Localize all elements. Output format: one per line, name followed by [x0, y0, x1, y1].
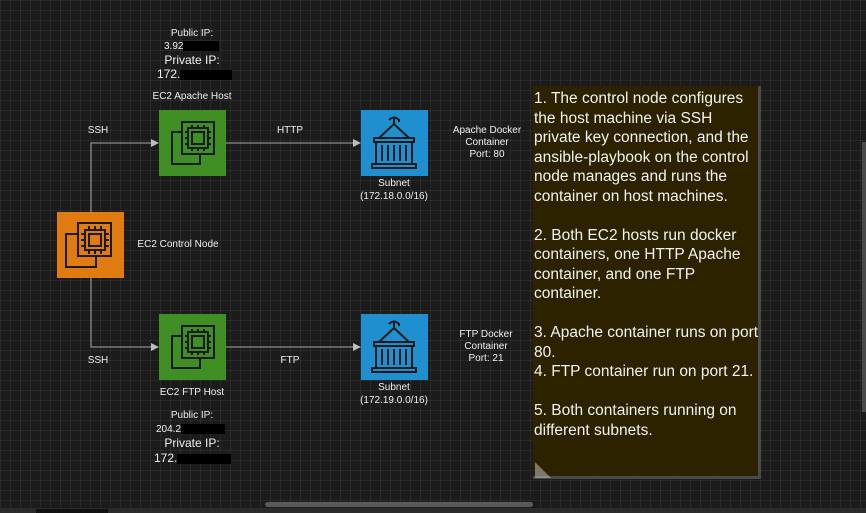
container-registry-icon [361, 314, 428, 380]
ftp-host-title: EC2 FTP Host [159, 387, 225, 398]
apache-private-ip-label: Private IP: [164, 53, 220, 67]
ftp-private-ip-label: Private IP: [164, 436, 220, 450]
ec2-instance-icon [159, 110, 226, 176]
ec2-control-node[interactable] [57, 212, 124, 278]
ftp-subnet-cidr: (172.19.0.0/16) [360, 395, 428, 406]
note-item-1: 1. The control node configures the host … [534, 90, 749, 205]
container-registry-icon [361, 110, 428, 176]
ssh-label-top: SSH [87, 125, 109, 136]
page-tab[interactable] [36, 509, 108, 513]
ec2-ftp-host-node[interactable] [159, 314, 226, 380]
ftp-subnet-title: Subnet [378, 382, 410, 393]
apache-subnet-cidr: (172.18.0.0/16) [360, 191, 428, 202]
ec2-instance-icon [57, 212, 124, 278]
sticky-note[interactable] [533, 86, 761, 479]
apache-subnet-title: Subnet [378, 178, 410, 189]
note-item-4: 4. FTP container run on port 21. [534, 363, 754, 380]
http-label: HTTP [276, 125, 304, 136]
vertical-scrollbar[interactable] [862, 142, 866, 412]
apache-public-ip-value: 3.92 [164, 41, 220, 53]
note-fold-corner [535, 462, 551, 478]
bottom-bar [0, 508, 866, 513]
apache-container-label: Apache Docker Container Port: 80 [446, 125, 528, 161]
ec2-apache-host-node[interactable] [159, 110, 226, 176]
control-node-title: EC2 Control Node [137, 239, 219, 250]
note-item-3: 3. Apache container runs on port 80. [534, 324, 759, 361]
ssh-edge-top[interactable] [90, 139, 159, 212]
apache-container-port: Port: 80 [469, 149, 505, 160]
ftp-container-line1: FTP Docker [459, 329, 513, 340]
ftp-subnet-node[interactable] [361, 314, 428, 380]
ftp-private-ip-value: 172. [154, 451, 232, 465]
ssh-label-bottom: SSH [87, 355, 109, 366]
horizontal-scrollbar[interactable] [265, 502, 533, 507]
note-text: 1. The control node configures the host … [534, 89, 762, 460]
apache-container-line2: Container [465, 137, 509, 148]
note-item-2: 2. Both EC2 hosts run docker containers,… [534, 226, 741, 303]
note-item-5: 5. Both containers running on different … [534, 402, 737, 439]
apache-container-line1: Apache Docker [452, 125, 522, 136]
ftp-container-label: FTP Docker Container Port: 21 [448, 329, 524, 365]
apache-host-title: EC2 Apache Host [152, 91, 232, 102]
ssh-edge-bottom[interactable] [90, 278, 159, 351]
ftp-container-port: Port: 21 [468, 353, 504, 364]
apache-public-ip-label: Public IP: [170, 28, 214, 39]
apache-private-ip-value: 172. [157, 67, 233, 81]
ec2-instance-icon [159, 314, 226, 380]
ftp-public-ip-value: 204.2 [156, 424, 226, 436]
ftp-container-line2: Container [464, 341, 508, 352]
ftp-label: FTP [280, 355, 300, 366]
ftp-public-ip-label: Public IP: [170, 410, 214, 421]
apache-subnet-node[interactable] [361, 110, 428, 176]
